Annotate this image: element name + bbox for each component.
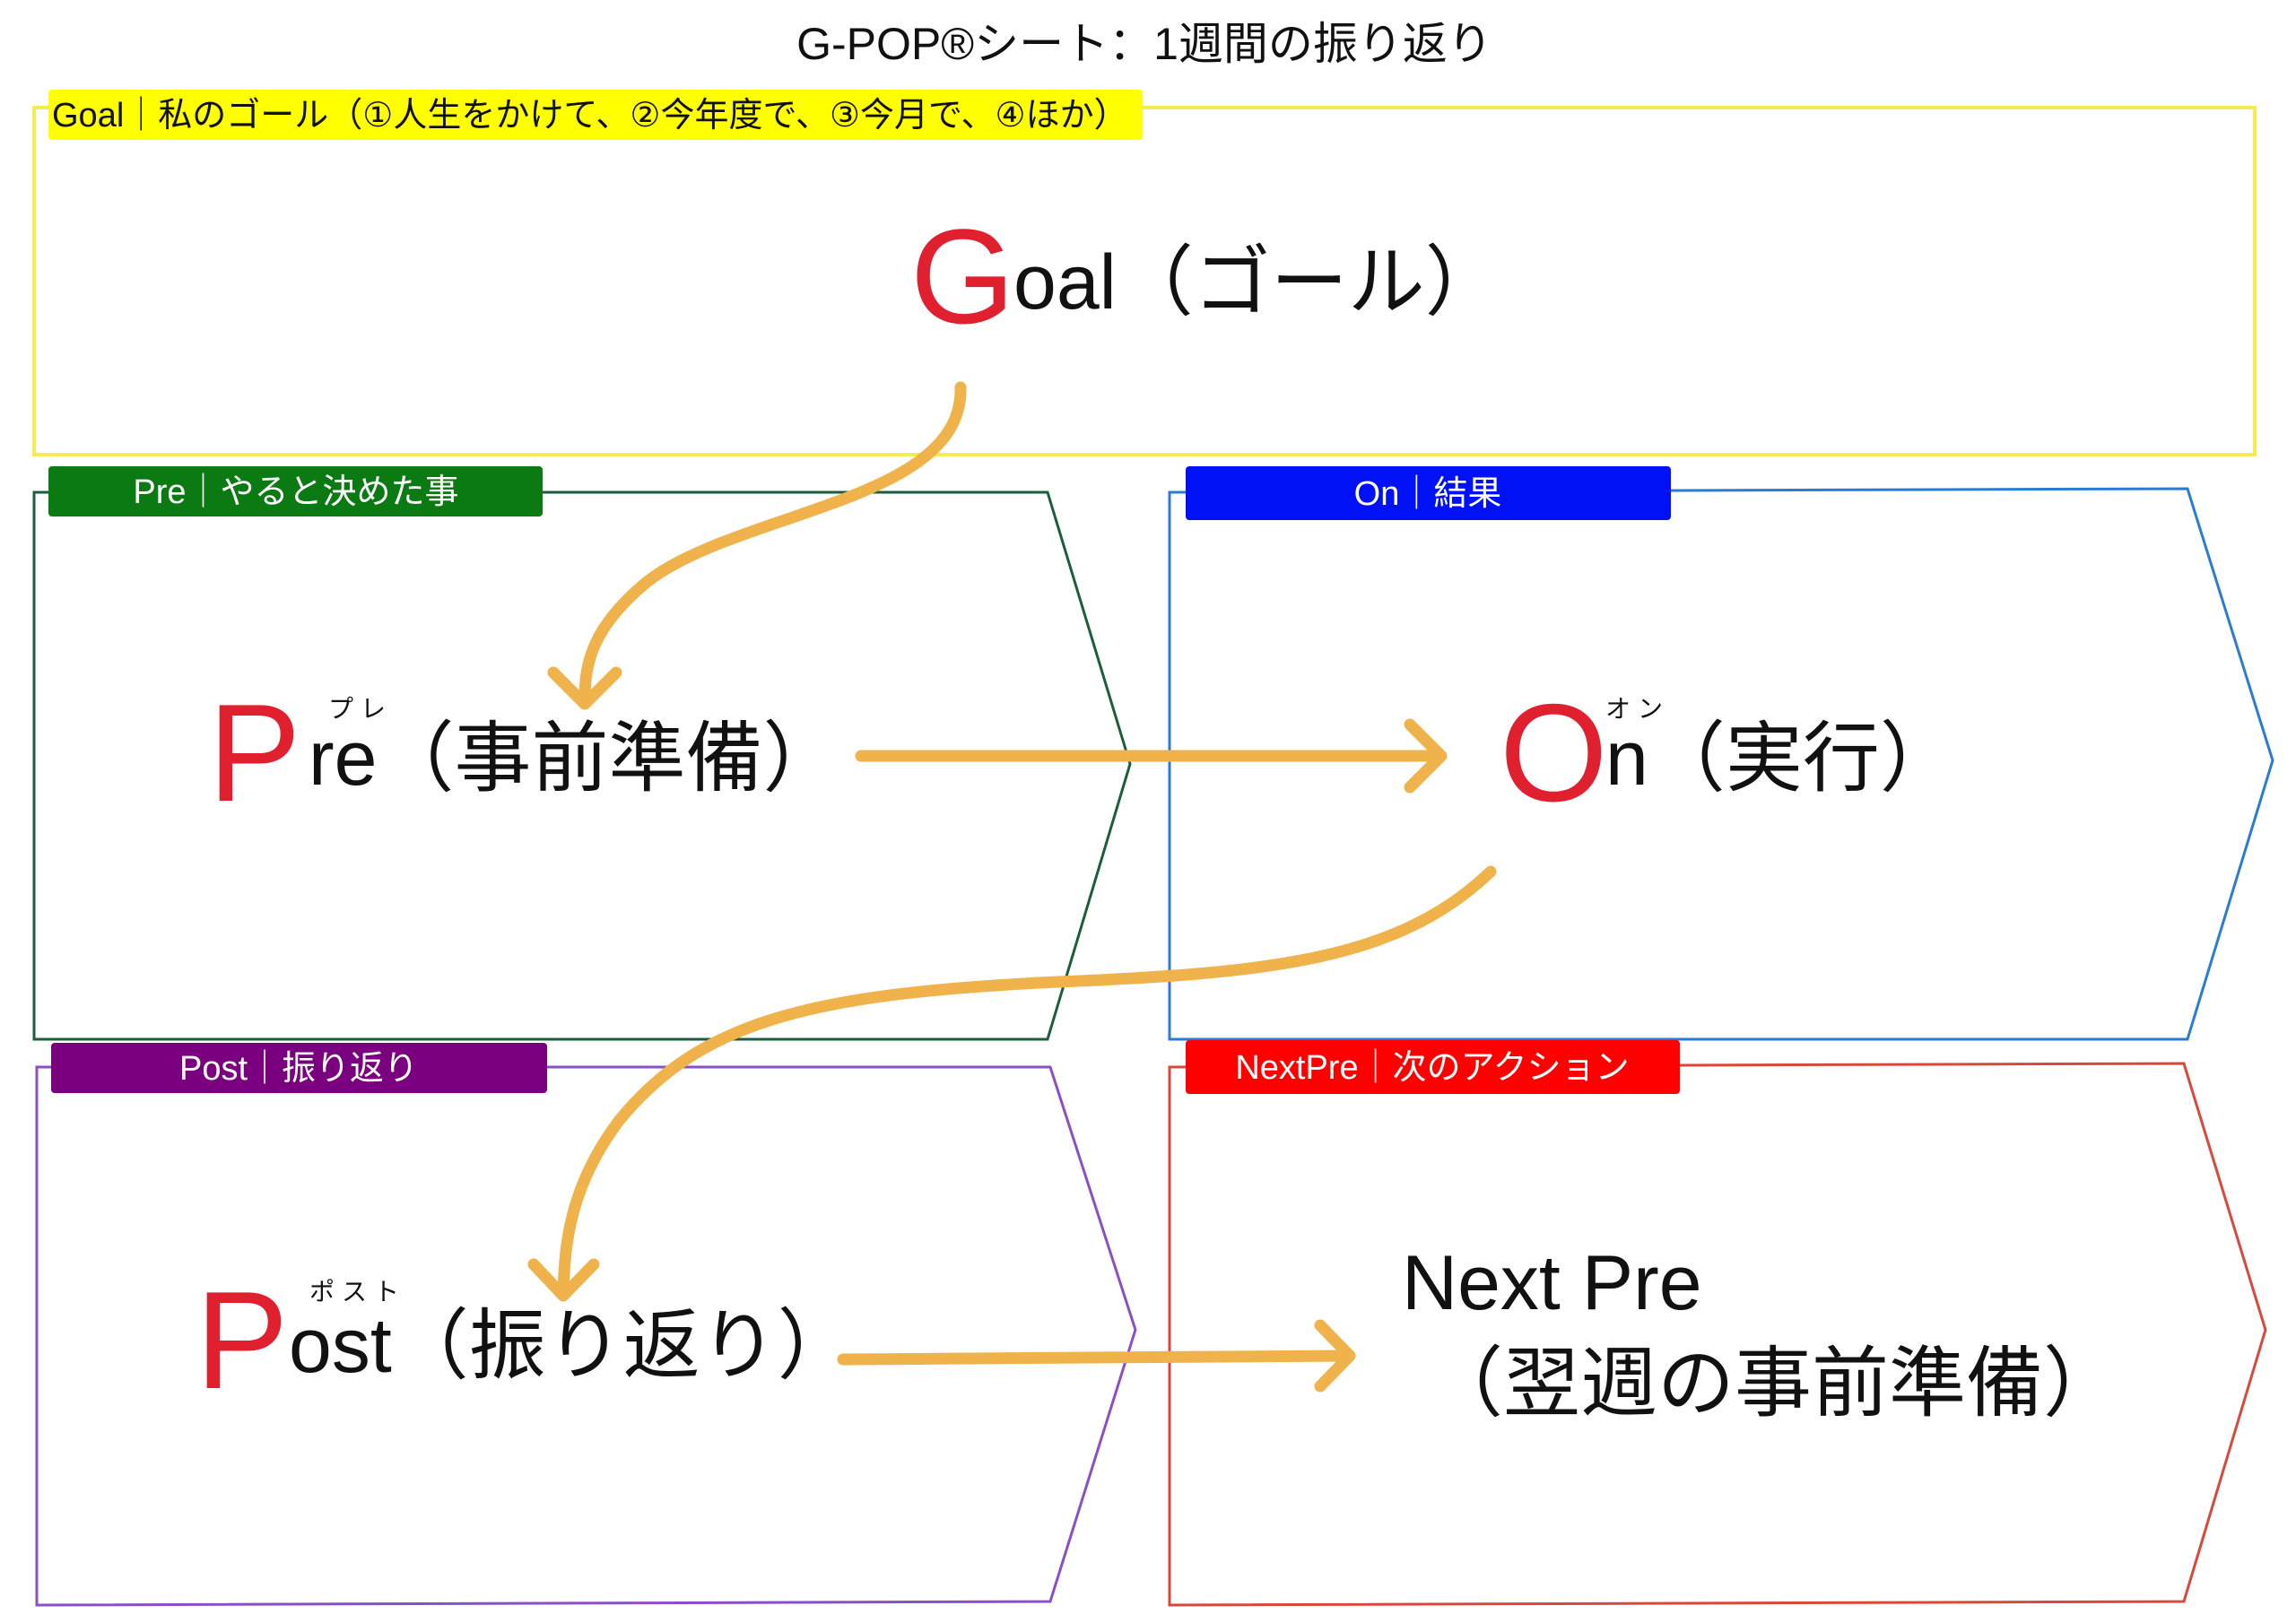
post-label-bg bbox=[51, 1043, 547, 1093]
on-initial: O bbox=[1500, 675, 1608, 830]
arrow-on-to-post bbox=[557, 865, 1497, 1298]
nextpre-label: NextPre｜次のアクション bbox=[1235, 1049, 1629, 1087]
on-label: On｜結果 bbox=[1354, 475, 1502, 513]
arrowhead-on-to-post-icon bbox=[527, 1258, 600, 1302]
goal-heading: oal（ゴール） bbox=[1013, 239, 1502, 325]
goal-box bbox=[32, 106, 2257, 456]
post-initial: P bbox=[196, 1263, 288, 1418]
on-label-bg bbox=[1186, 466, 1671, 520]
post-section: Post｜振り返り ポスト P ost（振り返り） bbox=[35, 1043, 1137, 1607]
pre-label-bg bbox=[48, 466, 543, 516]
goal-section: Goal｜私のゴール（①人生をかけて、②今年度で、③今月で、④ほか） G oal… bbox=[32, 90, 2257, 456]
post-heading: ost（振り返り） bbox=[289, 1303, 855, 1389]
flow-arrows bbox=[527, 381, 1497, 1393]
post-ruby: ポスト bbox=[309, 1278, 406, 1306]
arrow-post-to-nextpre bbox=[837, 1350, 1353, 1366]
pre-heading: re（事前準備） bbox=[309, 716, 839, 802]
on-section: On｜結果 オン O n（実行） bbox=[1168, 466, 2274, 1041]
on-box bbox=[1168, 487, 2274, 1041]
pre-box bbox=[32, 490, 1132, 1041]
nextpre-heading-line2: （翌週の事前準備） bbox=[1426, 1341, 2120, 1427]
on-heading: n（実行） bbox=[1605, 716, 1957, 802]
goal-initial: G bbox=[910, 201, 1015, 352]
nextpre-box bbox=[1168, 1062, 2267, 1607]
arrow-goal-to-pre bbox=[578, 381, 967, 706]
nextpre-heading-line1: Next Pre bbox=[1402, 1240, 1702, 1326]
nextpre-section: NextPre｜次のアクション Next Pre （翌週の事前準備） bbox=[1168, 1040, 2267, 1607]
pre-ruby: プレ bbox=[328, 695, 393, 723]
post-label: Post｜振り返り bbox=[179, 1050, 418, 1088]
pre-label: Pre｜やると決めた事 bbox=[133, 473, 458, 511]
arrowhead-goal-to-pre-icon bbox=[547, 666, 622, 710]
on-ruby: オン bbox=[1605, 695, 1670, 723]
arrowhead-pre-to-on-icon bbox=[1404, 718, 1448, 794]
goal-label-bg bbox=[48, 90, 1143, 140]
post-box bbox=[35, 1065, 1137, 1607]
nextpre-label-bg bbox=[1186, 1040, 1680, 1094]
sheet-title: G-POP®シート：1週間の振り返り bbox=[796, 19, 1492, 69]
pre-section: Pre｜やると決めた事 プレ P re（事前準備） bbox=[32, 466, 1132, 1041]
arrowhead-post-to-nextpre-icon bbox=[1314, 1319, 1356, 1393]
pre-initial: P bbox=[208, 675, 300, 830]
goal-label: Goal｜私のゴール（①人生をかけて、②今年度で、③今月で、④ほか） bbox=[52, 97, 1128, 135]
